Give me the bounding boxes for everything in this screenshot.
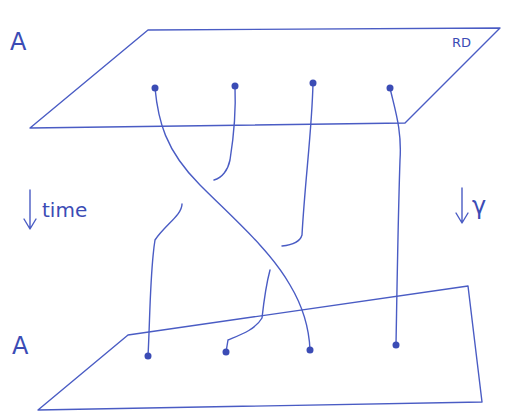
point [223, 349, 230, 356]
plane-label: A [12, 334, 28, 358]
point [307, 347, 314, 354]
strand [214, 86, 235, 180]
point [145, 353, 152, 360]
plane-label: γ [472, 194, 486, 218]
strand [282, 83, 313, 246]
point [232, 83, 239, 90]
top-plane [30, 28, 500, 128]
strand [148, 204, 182, 356]
plane-label: RD [452, 36, 471, 49]
point [387, 85, 394, 92]
bottom-plane [38, 286, 482, 410]
plane-label: A [10, 30, 26, 54]
gamma-arrow [456, 188, 468, 223]
time-arrow [24, 190, 36, 229]
plane-label: time [42, 200, 87, 220]
strand [226, 270, 270, 352]
strand [390, 88, 400, 345]
strand [155, 88, 310, 350]
point [393, 342, 400, 349]
point [152, 85, 159, 92]
point [310, 80, 317, 87]
